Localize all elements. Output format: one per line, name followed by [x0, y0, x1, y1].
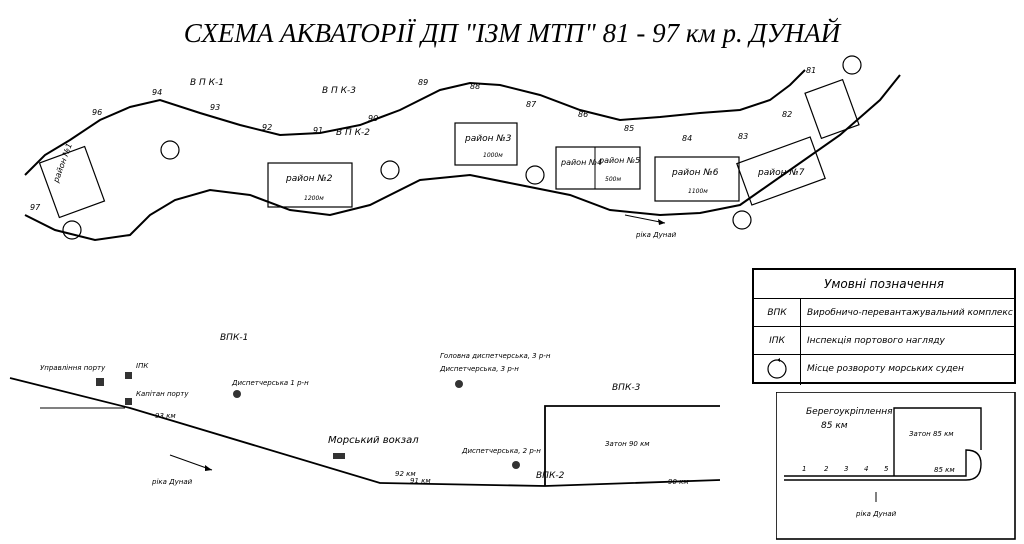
vpk3-label: В П К-3: [322, 86, 356, 96]
svg-text:92 км: 92 км: [395, 470, 416, 478]
svg-text:Капітан порту: Капітан порту: [136, 390, 189, 398]
svg-text:91: 91: [313, 126, 323, 135]
district-1-area: [38, 145, 106, 219]
zaton-85-outline: [893, 407, 982, 476]
building-port-administration: [96, 378, 104, 386]
svg-text:500м: 500м: [605, 176, 621, 183]
vpk2-label: В П К-2: [336, 128, 370, 138]
svg-text:92: 92: [262, 123, 272, 132]
svg-text:Морський вокзал: Морський вокзал: [328, 435, 419, 446]
svg-text:83: 83: [738, 132, 748, 141]
zaton-90-label: Затон 90 км: [605, 440, 650, 448]
zaton-90-outline: [544, 405, 720, 486]
svg-text:2: 2: [824, 465, 829, 473]
district-label: район №2: [285, 174, 333, 184]
svg-text:91 км: 91 км: [410, 477, 431, 485]
map-title: СХЕМА АКВАТОРІЇ ДП "ІЗМ МТП" 81 - 97 км …: [184, 17, 842, 48]
vpk1-label: В П К-1: [190, 78, 224, 88]
river-left-bank: [24, 69, 806, 176]
district-4-5-area: [555, 146, 641, 190]
svg-text:89: 89: [418, 78, 428, 87]
svg-text:ріка Дунай: ріка Дунай: [151, 478, 193, 486]
legend-table: Умовні позначення ВПК Виробничо-перевант…: [752, 268, 1016, 385]
vpk2-label: ВПК-2: [536, 471, 565, 481]
building-port-captain: [125, 398, 132, 405]
svg-text:Диспетчерська, 2 р-н: Диспетчерська, 2 р-н: [461, 447, 541, 455]
svg-text:93 км: 93 км: [155, 412, 176, 420]
river-flow-arrow: ріка Дунай: [151, 454, 213, 486]
svg-text:82: 82: [782, 110, 792, 119]
svg-text:85: 85: [624, 124, 634, 133]
river-overview-map: район №1 район №2 1200м район №3 1000м р…: [24, 55, 901, 242]
svg-text:93: 93: [210, 103, 220, 112]
km-markers: 97 96 94 93 92 91 90 89 88 87 86 85 84 8…: [30, 66, 816, 212]
svg-text:94: 94: [152, 88, 162, 97]
river-right-bank: [24, 74, 901, 242]
svg-text:97: 97: [30, 203, 41, 212]
svg-text:96: 96: [92, 108, 102, 117]
district-6-area: [654, 156, 740, 202]
district-7-area: [736, 136, 826, 206]
svg-text:81: 81: [806, 66, 816, 75]
building-ipk: [125, 372, 132, 379]
district-label: район №3: [464, 134, 512, 144]
zaton-85-label: Затон 85 км: [909, 430, 954, 438]
building-sea-terminal: [333, 453, 345, 459]
port-detail-plan: Управління порту ІПК Капітан порту Морсь…: [9, 333, 721, 487]
svg-text:90 км: 90 км: [668, 478, 689, 486]
svg-text:84: 84: [682, 134, 692, 143]
svg-text:1200м: 1200м: [304, 195, 324, 202]
vpk1-label: ВПК-1: [220, 333, 248, 343]
svg-text:ІПК: ІПК: [136, 362, 149, 370]
svg-text:87: 87: [526, 100, 537, 109]
inset-shore-reinforcement: Берегоукріплення 85 км Затон 85 км 85 км…: [776, 392, 1016, 540]
district-2-area: [267, 162, 353, 208]
dispatch-3-marker: [455, 380, 463, 388]
svg-text:ріка Дунай: ріка Дунай: [855, 510, 897, 518]
svg-text:1: 1: [802, 465, 806, 473]
district-label: район №7: [757, 168, 805, 178]
turning-circle-icon: [767, 358, 787, 379]
svg-text:1100м: 1100м: [688, 188, 708, 195]
svg-text:Диспетчерська 1 р-н: Диспетчерська 1 р-н: [231, 379, 309, 387]
svg-text:88: 88: [470, 82, 480, 91]
port-shoreline: [9, 377, 721, 487]
turning-circle-icon: [62, 55, 862, 240]
svg-text:3: 3: [844, 465, 848, 473]
svg-text:85 км: 85 км: [934, 466, 955, 474]
district-label: район №5: [598, 156, 640, 165]
river-flow-arrow: ріка Дунай: [624, 214, 677, 239]
map-title-text: СХЕМА АКВАТОРІЇ ДП "ІЗМ МТП" 81 - 97 км …: [184, 17, 842, 48]
legend-row-turning: Місце розвороту морських суден: [754, 355, 1014, 385]
svg-text:85 км: 85 км: [821, 421, 848, 431]
legend-header: Умовні позначення: [754, 270, 1014, 299]
svg-text:1000м: 1000м: [483, 152, 503, 159]
dispatch-2-marker: [512, 461, 520, 469]
dispatch-1-marker: [233, 390, 241, 398]
svg-text:4: 4: [864, 465, 868, 473]
district-label: район №4: [560, 158, 602, 167]
svg-text:90: 90: [368, 114, 378, 123]
inset-title: Берегоукріплення: [806, 407, 893, 417]
district-label: район №6: [671, 168, 719, 178]
svg-text:ріка Дунай: ріка Дунай: [635, 231, 677, 239]
vpk3-label: ВПК-3: [612, 383, 641, 393]
svg-text:5: 5: [884, 465, 889, 473]
district-8-9-area: [804, 78, 860, 140]
svg-text:Головна диспетчерська, 3 р-н: Головна диспетчерська, 3 р-н: [440, 352, 551, 360]
district-3-area: [454, 122, 518, 166]
svg-text:Управління порту: Управління порту: [40, 364, 106, 372]
legend-row-ipk: ІПК Інспекція портового нагляду: [754, 327, 1014, 355]
svg-text:Диспетчерська, 3 р-н: Диспетчерська, 3 р-н: [439, 365, 519, 373]
river-flow-arrow: ріка Дунай: [855, 492, 897, 518]
legend-row-vpk: ВПК Виробничо-перевантажувальний комплек…: [754, 299, 1014, 327]
svg-text:86: 86: [578, 110, 588, 119]
